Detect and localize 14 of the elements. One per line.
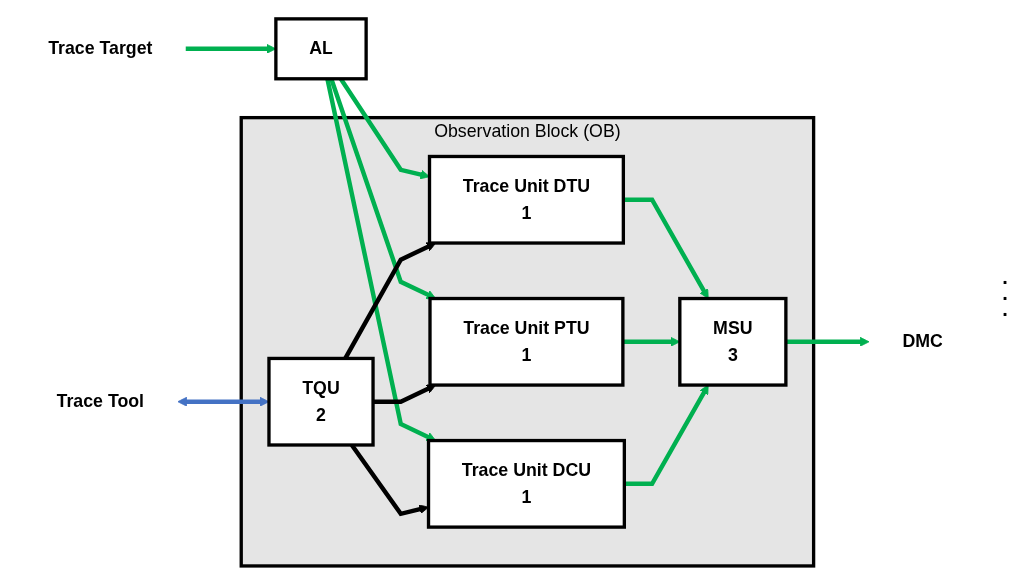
arrow (329, 78, 437, 300)
node-box: Trace Unit PTU 1 (428, 296, 625, 387)
node-box: AL (274, 17, 368, 81)
ellipsis-dot: . (1002, 300, 1008, 317)
node-box: Trace Unit DCU 1 (426, 438, 626, 529)
node-text: Trace Target (48, 38, 153, 58)
node-text: Trace Tool (56, 391, 145, 411)
arrow (325, 78, 437, 442)
node-box: TQU 2 (267, 356, 375, 447)
node-box: Trace Unit DTU 1 (427, 154, 626, 245)
node-text: DMC (902, 331, 943, 351)
ellipsis-dot: . (1002, 284, 1008, 301)
ellipsis-dot: . (1002, 268, 1008, 285)
node-box: MSU 3 (678, 296, 788, 387)
